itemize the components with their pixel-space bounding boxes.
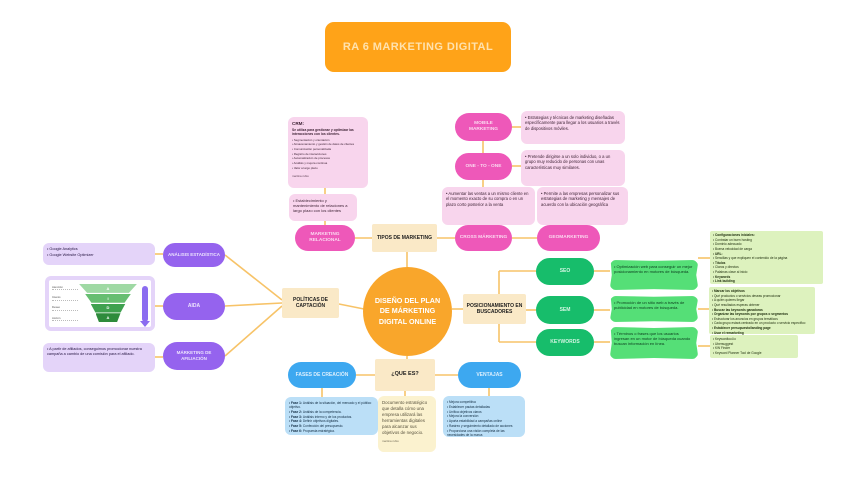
funnel-level-1: A xyxy=(79,283,137,293)
keywords-pill[interactable]: KEYWORDS xyxy=(536,329,594,356)
analisis-estadistica-pill[interactable]: ANÁLISIS ESTADÍSTICA xyxy=(163,243,225,267)
funnel-label-deseo: Deseo xyxy=(52,306,78,311)
funnel-stack: A I D A xyxy=(78,283,138,323)
cross-marketing-note-text: • Aumentar las ventas a un mismo cliente… xyxy=(446,191,529,207)
seo-note-text: • Optimización web para conseguir un mej… xyxy=(614,264,693,275)
funnel-down-arrow-icon xyxy=(140,285,150,327)
crm-subtitle: Se utiliza para gestionar y optimizar la… xyxy=(292,127,354,137)
central-node-label: DISEÑO DEL PLAN DE MÁRKETING DIGITAL ONL… xyxy=(374,296,441,326)
map-title[interactable]: RA 6 MARKETING DIGITAL xyxy=(325,22,511,72)
crm-title: CRM: xyxy=(292,121,304,126)
marketing-relacional-label: MARKETING RELACIONAL xyxy=(309,232,341,243)
one-to-one-pill[interactable]: ONE - TO - ONE xyxy=(455,153,512,180)
marketing-afiliacion-pill[interactable]: MÁRKETING DE AFILIACIÓN xyxy=(163,342,225,370)
one-to-one-note-text: • Pretende dirigirse a un solo individuo… xyxy=(525,154,611,170)
funnel-level-3: D xyxy=(90,303,126,313)
tipos-de-marketing-box[interactable]: TIPOS DE MARKETING xyxy=(372,224,437,252)
analisis-tools-note[interactable]: • Google Analytics• Google Website Optim… xyxy=(43,243,155,265)
aida-pill[interactable]: AIDA xyxy=(163,293,225,320)
fases-creacion-items: • Fase 1: Análisis de la situación, del … xyxy=(289,401,372,433)
geomarketing-label: GEOMARKETING xyxy=(548,235,589,240)
definition-text: Documento estratégico que detalla cómo u… xyxy=(382,400,428,435)
seo-label: SEO xyxy=(559,268,571,275)
aida-funnel-diagram: Atención Interés Deseo Acción A I D A xyxy=(49,280,151,327)
cross-marketing-pill[interactable]: CROSS MÁRKETING xyxy=(455,225,512,251)
sem-detail-items: • Marcar los objetivos• Qué productos o … xyxy=(712,289,806,335)
funnel-label-atencion: Atención xyxy=(52,285,78,291)
ventajas-items: • Mejora competitiva• Establecer pautas … xyxy=(447,400,513,437)
analisis-estadistica-label: ANÁLISIS ESTADÍSTICA xyxy=(168,252,220,258)
afiliacion-note[interactable]: • A partir de afiliados, conseguimos pro… xyxy=(43,343,155,372)
crm-bullet-list: • Segmentación y orientación• Almacenami… xyxy=(292,137,355,170)
geomarketing-note[interactable]: • Permite a las empresas personalizar su… xyxy=(537,187,628,225)
tipos-de-marketing-label: TIPOS DE MARKETING xyxy=(376,234,432,241)
map-title-label: RA 6 MARKETING DIGITAL xyxy=(342,41,494,53)
ventajas-pill[interactable]: VENTAJAS xyxy=(458,362,521,388)
cross-marketing-note[interactable]: • Aumentar las ventas a un mismo cliente… xyxy=(442,187,535,225)
marketing-relacional-note[interactable]: • Establecimiento y mantenimiento de rel… xyxy=(289,194,357,221)
funnel-label-accion: Acción xyxy=(52,316,78,322)
definition-note[interactable]: Documento estratégico que detalla cómo u… xyxy=(378,396,436,452)
seo-detail-items: • Configuraciones iniciales:• Contratar … xyxy=(713,233,788,284)
ventajas-label: VENTAJAS xyxy=(476,371,503,378)
politicas-captacion-box[interactable]: POLÍTICAS DE CAPTACIÓN xyxy=(282,288,339,318)
author-signature: martina rubio xyxy=(292,173,309,178)
keywords-note[interactable]: • Términos o frases que los usuarios ing… xyxy=(610,327,698,359)
marketing-relacional-note-text: • Establecimiento y mantenimiento de rel… xyxy=(293,198,348,214)
politicas-captacion-label: POLÍTICAS DE CAPTACIÓN xyxy=(292,296,328,310)
sem-note-text: • Promoción de un sitio web a través de … xyxy=(614,300,685,311)
sem-note[interactable]: • Promoción de un sitio web a través de … xyxy=(610,296,698,322)
funnel-level-2: I xyxy=(85,293,131,303)
one-to-one-note[interactable]: • Pretende dirigirse a un solo individuo… xyxy=(521,150,625,186)
cross-marketing-label: CROSS MÁRKETING xyxy=(459,235,508,240)
ventajas-note[interactable]: • Mejora competitiva• Establecer pautas … xyxy=(443,396,525,437)
funnel-level-4: A xyxy=(95,313,121,323)
geomarketing-note-text: • Permite a las empresas personalizar su… xyxy=(541,191,620,207)
afiliacion-note-text: • A partir de afiliados, conseguimos pro… xyxy=(47,347,142,356)
mobile-marketing-note[interactable]: • Estrategias y técnicas de marketing di… xyxy=(521,111,625,144)
one-to-one-label: ONE - TO - ONE xyxy=(465,163,502,169)
marketing-afiliacion-label: MÁRKETING DE AFILIACIÓN xyxy=(176,350,212,361)
sem-detail-list[interactable]: • Marcar los objetivos• Qué productos o … xyxy=(709,287,815,335)
funnel-label-interes: Interés xyxy=(52,295,78,301)
keywords-label: KEYWORDS xyxy=(550,339,580,346)
sem-pill[interactable]: SEM xyxy=(536,296,594,324)
keywords-detail-list[interactable]: • Keywordtool.io• Ubersuggest• KW Finder… xyxy=(710,335,798,358)
fases-creacion-label: FASES DE CREACIÓN xyxy=(295,371,349,378)
central-node[interactable]: DISEÑO DEL PLAN DE MÁRKETING DIGITAL ONL… xyxy=(363,267,452,356)
posicionamiento-buscadores-label: POSICIONAMIENTO EN BUSCADORES xyxy=(466,302,523,316)
seo-note[interactable]: • Optimización web para conseguir un mej… xyxy=(610,260,698,290)
aida-funnel-labels: Atención Interés Deseo Acción xyxy=(52,283,78,324)
mobile-marketing-pill[interactable]: MOBILE MARKETING xyxy=(455,113,512,141)
posicionamiento-buscadores-box[interactable]: POSICIONAMIENTO EN BUSCADORES xyxy=(463,294,526,324)
geomarketing-pill[interactable]: GEOMARKETING xyxy=(537,225,600,251)
fases-creacion-note[interactable]: • Fase 1: Análisis de la situación, del … xyxy=(285,397,378,435)
aida-funnel-card[interactable]: Atención Interés Deseo Acción A I D A xyxy=(45,276,155,331)
marketing-relacional-pill[interactable]: MARKETING RELACIONAL xyxy=(295,225,355,251)
que-es-label: ¿QUE ES? xyxy=(391,371,419,378)
que-es-box[interactable]: ¿QUE ES? xyxy=(375,359,435,391)
author-signature-2: martina rubio xyxy=(382,438,399,443)
seo-detail-list[interactable]: • Configuraciones iniciales:• Contratar … xyxy=(710,231,823,284)
keywords-detail-items: • Keywordtool.io• Ubersuggest• KW Finder… xyxy=(713,337,762,355)
keywords-note-text: • Términos o frases que los usuarios ing… xyxy=(614,331,691,347)
sem-label: SEM xyxy=(559,306,571,313)
crm-note[interactable]: CRM: Se utiliza para gestionar y optimiz… xyxy=(288,117,368,188)
aida-label: AIDA xyxy=(187,303,201,310)
mobile-marketing-note-text: • Estrategias y técnicas de marketing di… xyxy=(525,115,620,131)
analisis-tools-list: • Google Analytics• Google Website Optim… xyxy=(47,247,94,257)
seo-pill[interactable]: SEO xyxy=(536,258,594,285)
fases-creacion-pill[interactable]: FASES DE CREACIÓN xyxy=(288,362,356,388)
mobile-marketing-label: MOBILE MARKETING xyxy=(468,121,499,132)
